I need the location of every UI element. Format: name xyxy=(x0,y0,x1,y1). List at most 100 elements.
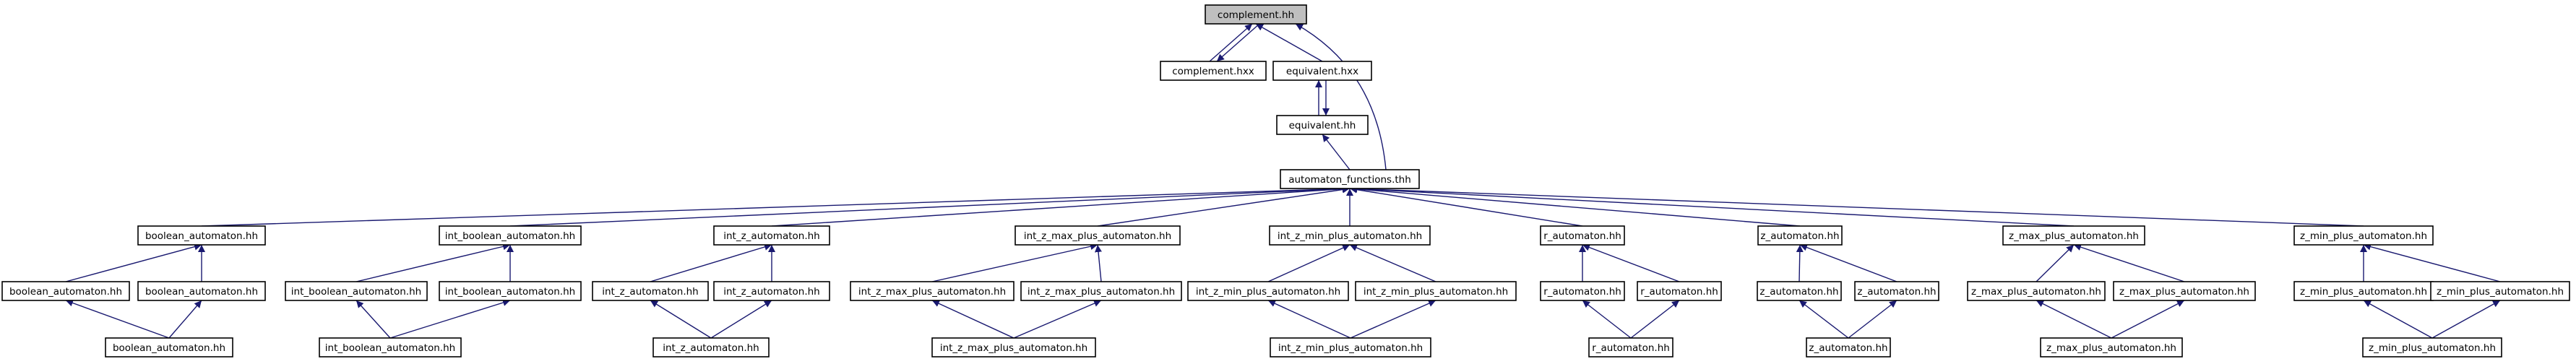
edge-int_z_max_d-to-int_z_max_c xyxy=(1013,300,1102,339)
node-label: int_z_min_plus_automaton.hh xyxy=(1278,342,1423,354)
node-z-automaton[interactable]: z_automaton.hh xyxy=(1854,281,1939,301)
node-label: boolean_automaton.hh xyxy=(9,286,122,298)
node-label: r_automaton.hh xyxy=(1543,286,1621,298)
node-z-min-plus-automaton[interactable]: z_min_plus_automaton.hh xyxy=(2293,225,2434,246)
edge-z_max_b-to-z_max_a xyxy=(2036,244,2075,282)
node-z-min-plus-automaton[interactable]: z_min_plus_automaton.hh xyxy=(2293,281,2434,301)
edge-z_a-to-automaton_functions xyxy=(1349,185,1801,227)
edge-z_d-to-z_c xyxy=(1848,300,1897,339)
node-label: z_max_plus_automaton.hh xyxy=(1971,286,2101,298)
node-label: int_boolean_automaton.hh xyxy=(325,342,455,354)
node-equivalent-hh[interactable]: equivalent.hh xyxy=(1276,115,1369,135)
node-label: z_automaton.hh xyxy=(1759,286,1838,298)
node-int-z-min-plus-automaton[interactable]: int_z_min_plus_automaton.hh xyxy=(1270,337,1431,358)
node-label: int_z_automaton.hh xyxy=(663,342,759,354)
node-label: z_automaton.hh xyxy=(1760,230,1839,242)
edge-boolean_d-to-boolean_c xyxy=(168,300,202,339)
node-label: equivalent.hxx xyxy=(1286,66,1358,77)
node-label: int_boolean_automaton.hh xyxy=(445,230,575,242)
edge-int_z_min_b-to-int_z_min_a xyxy=(1267,244,1351,282)
node-label: z_max_plus_automaton.hh xyxy=(2119,286,2249,298)
node-r-automaton[interactable]: r_automaton.hh xyxy=(1540,225,1625,246)
node-int-boolean-automaton[interactable]: int_boolean_automaton.hh xyxy=(439,281,582,301)
node-label: int_z_max_plus_automaton.hh xyxy=(858,286,1006,298)
node-automaton-functions-thh[interactable]: automaton_functions.thh xyxy=(1280,169,1420,189)
node-boolean-automaton[interactable]: boolean_automaton.hh xyxy=(1,281,130,301)
node-label: z_automaton.hh xyxy=(1809,342,1887,354)
node-int-z-min-plus-automaton[interactable]: int_z_min_plus_automaton.hh xyxy=(1355,281,1517,301)
node-int-z-max-plus-automaton[interactable]: int_z_max_plus_automaton.hh xyxy=(1015,225,1181,246)
node-boolean-automaton[interactable]: boolean_automaton.hh xyxy=(137,225,266,246)
edge-z_max_d-to-z_max_b xyxy=(2036,300,2112,339)
node-z-min-plus-automaton[interactable]: z_min_plus_automaton.hh xyxy=(2430,281,2570,301)
node-int-z-min-plus-automaton[interactable]: int_z_min_plus_automaton.hh xyxy=(1269,225,1431,246)
node-label: int_z_automaton.hh xyxy=(723,286,820,298)
edge-z_c-to-z_a xyxy=(1799,243,1897,282)
node-label: int_z_min_plus_automaton.hh xyxy=(1364,286,1508,298)
node-int-boolean-automaton[interactable]: int_boolean_automaton.hh xyxy=(319,337,462,358)
node-label: int_z_automaton.hh xyxy=(723,230,820,242)
edge-z_min_c-to-z_min_a xyxy=(2363,243,2501,282)
node-r-automaton[interactable]: r_automaton.hh xyxy=(1637,281,1722,301)
node-label: int_z_automaton.hh xyxy=(602,286,699,298)
node-boolean-automaton[interactable]: boolean_automaton.hh xyxy=(137,281,266,301)
node-r-automaton[interactable]: r_automaton.hh xyxy=(1540,281,1625,301)
node-label: r_automaton.hh xyxy=(1592,342,1670,354)
node-int-z-min-plus-automaton[interactable]: int_z_min_plus_automaton.hh xyxy=(1187,281,1349,301)
node-z-max-plus-automaton[interactable]: z_max_plus_automaton.hh xyxy=(1967,281,2106,301)
node-z-automaton[interactable]: z_automaton.hh xyxy=(1757,225,1843,246)
edge-int_z_max_a-to-automaton_functions xyxy=(1097,186,1351,227)
node-label: z_min_plus_automaton.hh xyxy=(2369,342,2496,354)
edge-z_min_a-to-automaton_functions xyxy=(1349,185,2364,227)
node-z-min-plus-automaton[interactable]: z_min_plus_automaton.hh xyxy=(2362,337,2502,358)
node-z-max-plus-automaton[interactable]: z_max_plus_automaton.hh xyxy=(2113,281,2256,301)
node-int-z-automaton[interactable]: int_z_automaton.hh xyxy=(713,281,830,301)
node-label: z_min_plus_automaton.hh xyxy=(2300,286,2427,298)
edge-int_boolean_d-to-int_boolean_b xyxy=(356,300,391,339)
edge-int_z_min_d-to-int_z_min_b xyxy=(1267,300,1351,339)
node-int-z-automaton[interactable]: int_z_automaton.hh xyxy=(713,225,830,246)
node-int-z-automaton[interactable]: int_z_automaton.hh xyxy=(592,281,709,301)
node-label: r_automaton.hh xyxy=(1640,286,1718,298)
edge-int_z_max_b-to-int_z_max_a xyxy=(931,243,1098,282)
edge-r_d-to-r_c xyxy=(1630,300,1680,339)
node-int-z-max-plus-automaton[interactable]: int_z_max_plus_automaton.hh xyxy=(1020,281,1182,301)
node-label: automaton_functions.thh xyxy=(1288,174,1411,186)
edge-boolean_a-to-automaton_functions xyxy=(201,185,1351,227)
edge-int_boolean_a-to-automaton_functions xyxy=(509,185,1351,227)
edge-equivalent_hxx-to-complement_hh xyxy=(1255,23,1323,62)
edge-r_a-to-automaton_functions xyxy=(1349,186,1583,227)
edge-int_z_d-to-int_z_c xyxy=(710,300,772,339)
edge-z_max_c-to-z_max_a xyxy=(2073,243,2185,282)
node-boolean-automaton[interactable]: boolean_automaton.hh xyxy=(105,337,233,358)
edge-int_z_b-to-int_z_a xyxy=(650,243,772,282)
edge-int_boolean_b-to-int_boolean_a xyxy=(356,243,511,282)
node-z-automaton[interactable]: z_automaton.hh xyxy=(1757,281,1842,301)
node-label: int_boolean_automaton.hh xyxy=(291,286,421,298)
node-r-automaton[interactable]: r_automaton.hh xyxy=(1588,337,1673,358)
node-int-boolean-automaton[interactable]: int_boolean_automaton.hh xyxy=(439,225,582,246)
node-label: z_max_plus_automaton.hh xyxy=(2009,230,2139,242)
node-z-max-plus-automaton[interactable]: z_max_plus_automaton.hh xyxy=(2040,337,2183,358)
node-label: int_z_max_plus_automaton.hh xyxy=(940,342,1087,354)
edges-layer xyxy=(65,23,2501,339)
edge-int_z_max_d-to-int_z_max_b xyxy=(931,300,1015,339)
edge-r_d-to-r_b xyxy=(1582,300,1632,339)
node-z-automaton[interactable]: z_automaton.hh xyxy=(1806,337,1891,358)
node-int-z-max-plus-automaton[interactable]: int_z_max_plus_automaton.hh xyxy=(931,337,1096,358)
node-z-max-plus-automaton[interactable]: z_max_plus_automaton.hh xyxy=(2002,225,2145,246)
edge-z_d-to-z_b xyxy=(1799,300,1849,339)
node-complement-hxx[interactable]: complement.hxx xyxy=(1160,61,1267,81)
edge-z_min_d-to-z_min_c xyxy=(2431,300,2501,339)
node-int-z-automaton[interactable]: int_z_automaton.hh xyxy=(652,337,770,358)
node-label: equivalent.hh xyxy=(1289,120,1356,131)
edge-automaton_functions-to-equivalent_hh xyxy=(1322,134,1351,170)
node-label: int_z_max_plus_automaton.hh xyxy=(1028,286,1175,298)
node-complement-hh[interactable]: complement.hh xyxy=(1205,4,1307,25)
edge-int_z_max_c-to-int_z_max_a xyxy=(1094,244,1102,282)
node-int-z-max-plus-automaton[interactable]: int_z_max_plus_automaton.hh xyxy=(850,281,1015,301)
node-label: z_min_plus_automaton.hh xyxy=(2437,286,2564,298)
node-equivalent-hxx[interactable]: equivalent.hxx xyxy=(1272,61,1372,81)
node-label: z_min_plus_automaton.hh xyxy=(2300,230,2427,242)
node-int-boolean-automaton[interactable]: int_boolean_automaton.hh xyxy=(285,281,428,301)
